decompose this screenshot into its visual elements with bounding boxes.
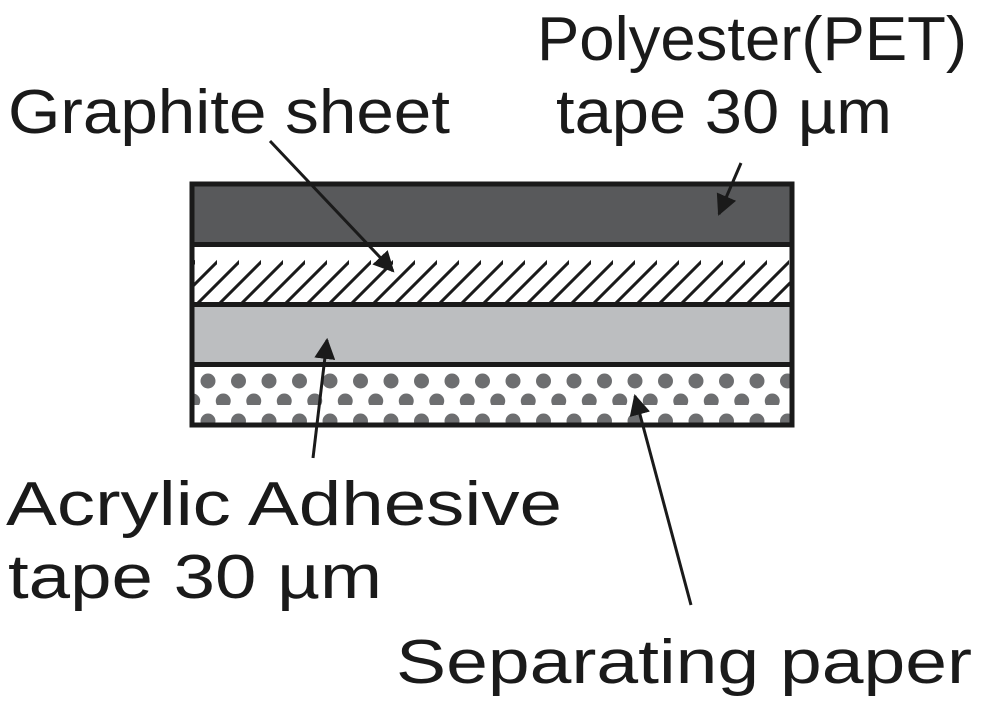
layer-separating-paper: [193, 366, 791, 424]
label-acrylic-line2: tape 30 µm: [8, 543, 382, 612]
layer-pet-tape: [193, 185, 791, 243]
label-pet-line2: tape 30 µm: [556, 78, 892, 147]
label-pet-line1: Polyester(PET): [537, 5, 967, 74]
arrow-pet: [716, 162, 743, 216]
label-graphite: Graphite sheet: [8, 78, 450, 147]
arrow-acrylic: [311, 337, 336, 459]
arrow-graphite: [268, 139, 395, 273]
label-separating: Separating paper: [396, 628, 972, 697]
layer-graphite-sheet: [193, 246, 791, 303]
label-acrylic-line1: Acrylic Adhesive: [6, 470, 562, 539]
arrow-separating: [629, 393, 693, 606]
layer-acrylic-adhesive: [193, 306, 791, 363]
